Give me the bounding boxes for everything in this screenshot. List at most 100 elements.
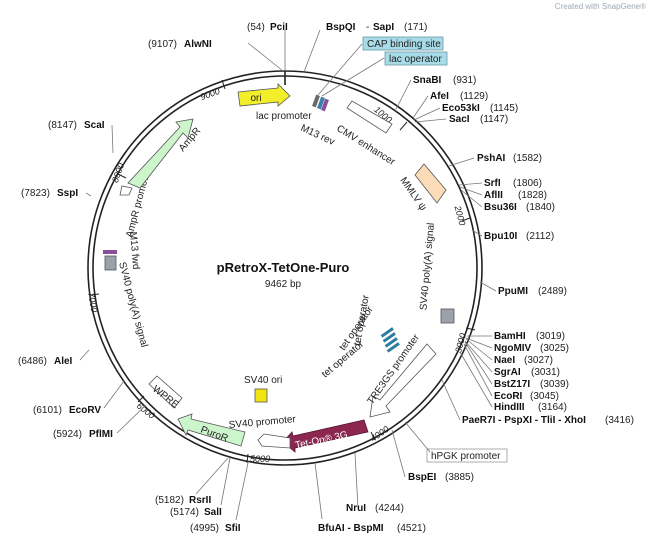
site-sgrai-name: SgrAI bbox=[494, 367, 521, 378]
sv40-polya-right-label: SV40 poly(A) signal bbox=[418, 222, 437, 310]
site-scai-pos: (8147) bbox=[48, 120, 77, 131]
site-hindiii-pos: (3164) bbox=[538, 402, 567, 413]
site-pflmi[interactable]: (5924) PflMI bbox=[53, 429, 113, 440]
site-paer7i-pos: (3416) bbox=[605, 415, 634, 426]
site-ecorv[interactable]: (6101) EcoRV bbox=[33, 405, 101, 416]
sv40-polya-right-feature[interactable] bbox=[440, 308, 455, 324]
site-bfuai-name: BfuAI - BspMI bbox=[318, 523, 384, 534]
cap-binding-site-box[interactable] bbox=[362, 36, 444, 51]
mmlv-psi-feature[interactable] bbox=[414, 163, 447, 204]
site-bstz17i[interactable]: BstZ17I (3039) bbox=[494, 379, 569, 390]
site-bstz17i-name: BstZ17I bbox=[494, 379, 530, 390]
site-pshai[interactable]: PshAI (1582) bbox=[477, 153, 542, 164]
site-eco53ki-pos: (1145) bbox=[490, 103, 518, 114]
sv40-ori-feature[interactable] bbox=[254, 388, 268, 403]
site-alei[interactable]: (6486) AleI bbox=[18, 356, 73, 367]
ori-feature[interactable] bbox=[237, 83, 291, 107]
site-sali-pos: (5174) bbox=[170, 507, 199, 518]
plasmid-size: 9462 bp bbox=[265, 279, 302, 290]
site-afei[interactable]: AfeI (1129) bbox=[430, 91, 488, 102]
site-bfuai-bspmi[interactable]: BfuAI - BspMI (4521) bbox=[318, 523, 426, 534]
tet-operator-cluster[interactable] bbox=[380, 327, 400, 353]
site-nrui-name: NruI bbox=[346, 503, 366, 514]
site-bspei[interactable]: BspEI (3885) bbox=[408, 472, 474, 483]
site-leader-lines bbox=[79, 29, 497, 521]
tick-label-9000: 9000 bbox=[199, 86, 221, 102]
lac-promoter-marker bbox=[312, 94, 320, 108]
site-sali[interactable]: (5174) SalI bbox=[170, 507, 222, 518]
site-srfi[interactable]: SrfI (1806) bbox=[484, 178, 542, 189]
site-ngomiv-name: NgoMIV bbox=[494, 343, 532, 354]
ampr-feature[interactable] bbox=[127, 118, 194, 189]
site-bsu36i[interactable]: Bsu36I (1840) bbox=[484, 202, 555, 213]
puror-feature[interactable] bbox=[177, 413, 246, 447]
hpgk-promoter-box[interactable] bbox=[426, 448, 508, 463]
m13-rev-label: M13 rev bbox=[299, 123, 336, 148]
site-saci-name: SacI bbox=[449, 114, 470, 125]
site-scai-name: ScaI bbox=[84, 120, 105, 131]
site-alei-pos: (6486) bbox=[18, 356, 47, 367]
m13-fwd-label: M13 fwd bbox=[127, 231, 141, 270]
site-eco53ki[interactable]: Eco53kI (1145) bbox=[442, 103, 518, 114]
wpre-feature[interactable] bbox=[148, 375, 183, 409]
tick-label-5000: 5000 bbox=[250, 454, 270, 464]
site-ppumi-name: PpuMI bbox=[498, 286, 528, 297]
lac-operator-box[interactable] bbox=[384, 51, 448, 66]
site-sspi[interactable]: (7823) SspI bbox=[21, 188, 78, 199]
sv40-polya-left-feature[interactable] bbox=[104, 255, 117, 271]
site-bamhi[interactable]: BamHI (3019) bbox=[494, 331, 565, 342]
site-bpu10i-name: Bpu10I bbox=[484, 231, 518, 242]
site-rsrii-name: RsrII bbox=[189, 495, 211, 506]
cap-binding-site-label: CAP binding site bbox=[367, 39, 441, 50]
site-scai[interactable]: (8147) ScaI bbox=[48, 120, 105, 131]
sv40-promoter-feature[interactable] bbox=[257, 433, 291, 449]
site-saci[interactable]: SacI (1147) bbox=[449, 114, 508, 125]
site-nrui[interactable]: NruI (4244) bbox=[346, 503, 404, 514]
site-sgrai[interactable]: SgrAI (3031) bbox=[494, 367, 560, 378]
svg-text:-: - bbox=[366, 22, 369, 33]
tre3gs-promoter-feature[interactable] bbox=[369, 343, 437, 418]
site-naei[interactable]: NaeI (3027) bbox=[494, 355, 553, 366]
cmv-enhancer-feature[interactable] bbox=[346, 100, 393, 134]
site-bspqi-pos: (171) bbox=[404, 22, 427, 33]
site-pcii[interactable]: (54) PciI bbox=[247, 22, 288, 33]
site-hindiii[interactable]: HindIII (3164) bbox=[494, 402, 567, 413]
site-pflmi-pos: (5924) bbox=[53, 429, 82, 440]
site-sfii-pos: (4995) bbox=[190, 523, 219, 534]
site-paer7i-name: PaeR7I - PspXI - TliI - XhoI bbox=[462, 415, 586, 426]
site-ngomiv[interactable]: NgoMIV (3025) bbox=[494, 343, 569, 354]
site-hindiii-name: HindIII bbox=[494, 402, 525, 413]
site-ngomiv-pos: (3025) bbox=[540, 343, 569, 354]
ampr-promoter-feature[interactable] bbox=[119, 185, 133, 196]
site-rsrii[interactable]: (5182) RsrII bbox=[155, 495, 211, 506]
site-aflii[interactable]: AflII (1828) bbox=[484, 190, 547, 201]
site-afei-name: AfeI bbox=[430, 91, 449, 102]
ori-label: ori bbox=[250, 93, 261, 104]
tick-label-2000: 2000 bbox=[452, 204, 467, 227]
site-bspqi-sapi[interactable]: BspQI - SapI (171) bbox=[326, 22, 427, 33]
site-bpu10i[interactable]: Bpu10I (2112) bbox=[484, 231, 554, 242]
site-bsu36i-pos: (1840) bbox=[526, 202, 555, 213]
site-sgrai-pos: (3031) bbox=[531, 367, 560, 378]
site-bamhi-pos: (3019) bbox=[536, 331, 565, 342]
site-ecorv-pos: (6101) bbox=[33, 405, 62, 416]
site-ecori[interactable]: EcoRI (3045) bbox=[494, 391, 559, 402]
site-aflii-pos: (1828) bbox=[518, 190, 547, 201]
site-pflmi-name: PflMI bbox=[89, 429, 113, 440]
site-snabi[interactable]: SnaBI (931) bbox=[413, 75, 476, 86]
site-bspei-pos: (3885) bbox=[445, 472, 474, 483]
site-sfii[interactable]: (4995) SfiI bbox=[190, 523, 241, 534]
site-pshai-pos: (1582) bbox=[513, 153, 542, 164]
site-sapi-name: SapI bbox=[373, 22, 394, 33]
site-bpu10i-pos: (2112) bbox=[526, 231, 554, 242]
lac-promoter-label: lac promoter bbox=[256, 111, 312, 122]
site-alwni[interactable]: (9107) AlwNI bbox=[148, 39, 212, 50]
site-paer7i-group[interactable]: PaeR7I - PspXI - TliI - XhoI (3416) bbox=[462, 415, 634, 426]
site-srfi-name: SrfI bbox=[484, 178, 501, 189]
site-afei-pos: (1129) bbox=[460, 91, 488, 102]
site-ecorv-name: EcoRV bbox=[69, 405, 101, 416]
site-naei-name: NaeI bbox=[494, 355, 515, 366]
site-ppumi[interactable]: PpuMI (2489) bbox=[498, 286, 567, 297]
tick-label-6000: 6000 bbox=[135, 401, 157, 421]
